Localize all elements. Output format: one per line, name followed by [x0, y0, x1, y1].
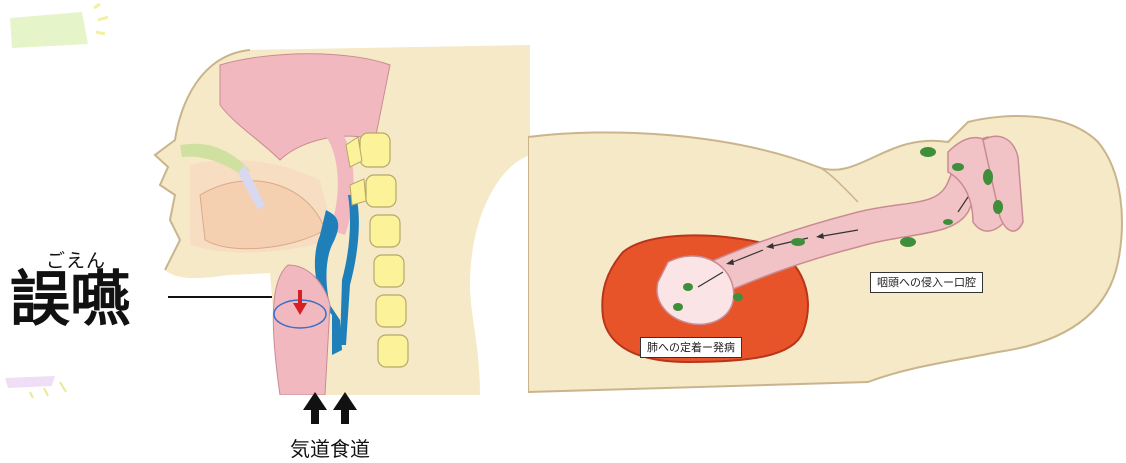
esophagus-label: 食道 [330, 437, 370, 461]
esophagus-arrow-icon [333, 392, 357, 424]
aspiration-pneumonia-illustration [528, 115, 1123, 394]
green-decoration [10, 2, 109, 48]
trachea-arrow-icon [303, 392, 327, 424]
term-reading: ごえん [46, 250, 107, 272]
trachea-label: 気道 [290, 437, 330, 461]
oral-invasion-label: 咽頭への侵入ー口腔 [870, 272, 983, 293]
throat-cross-section-illustration [153, 45, 530, 395]
lung-colonization-label: 肺への定着ー発病 [640, 337, 742, 358]
purple-decoration [5, 376, 67, 399]
term-title: 誤嚥 [10, 265, 130, 335]
